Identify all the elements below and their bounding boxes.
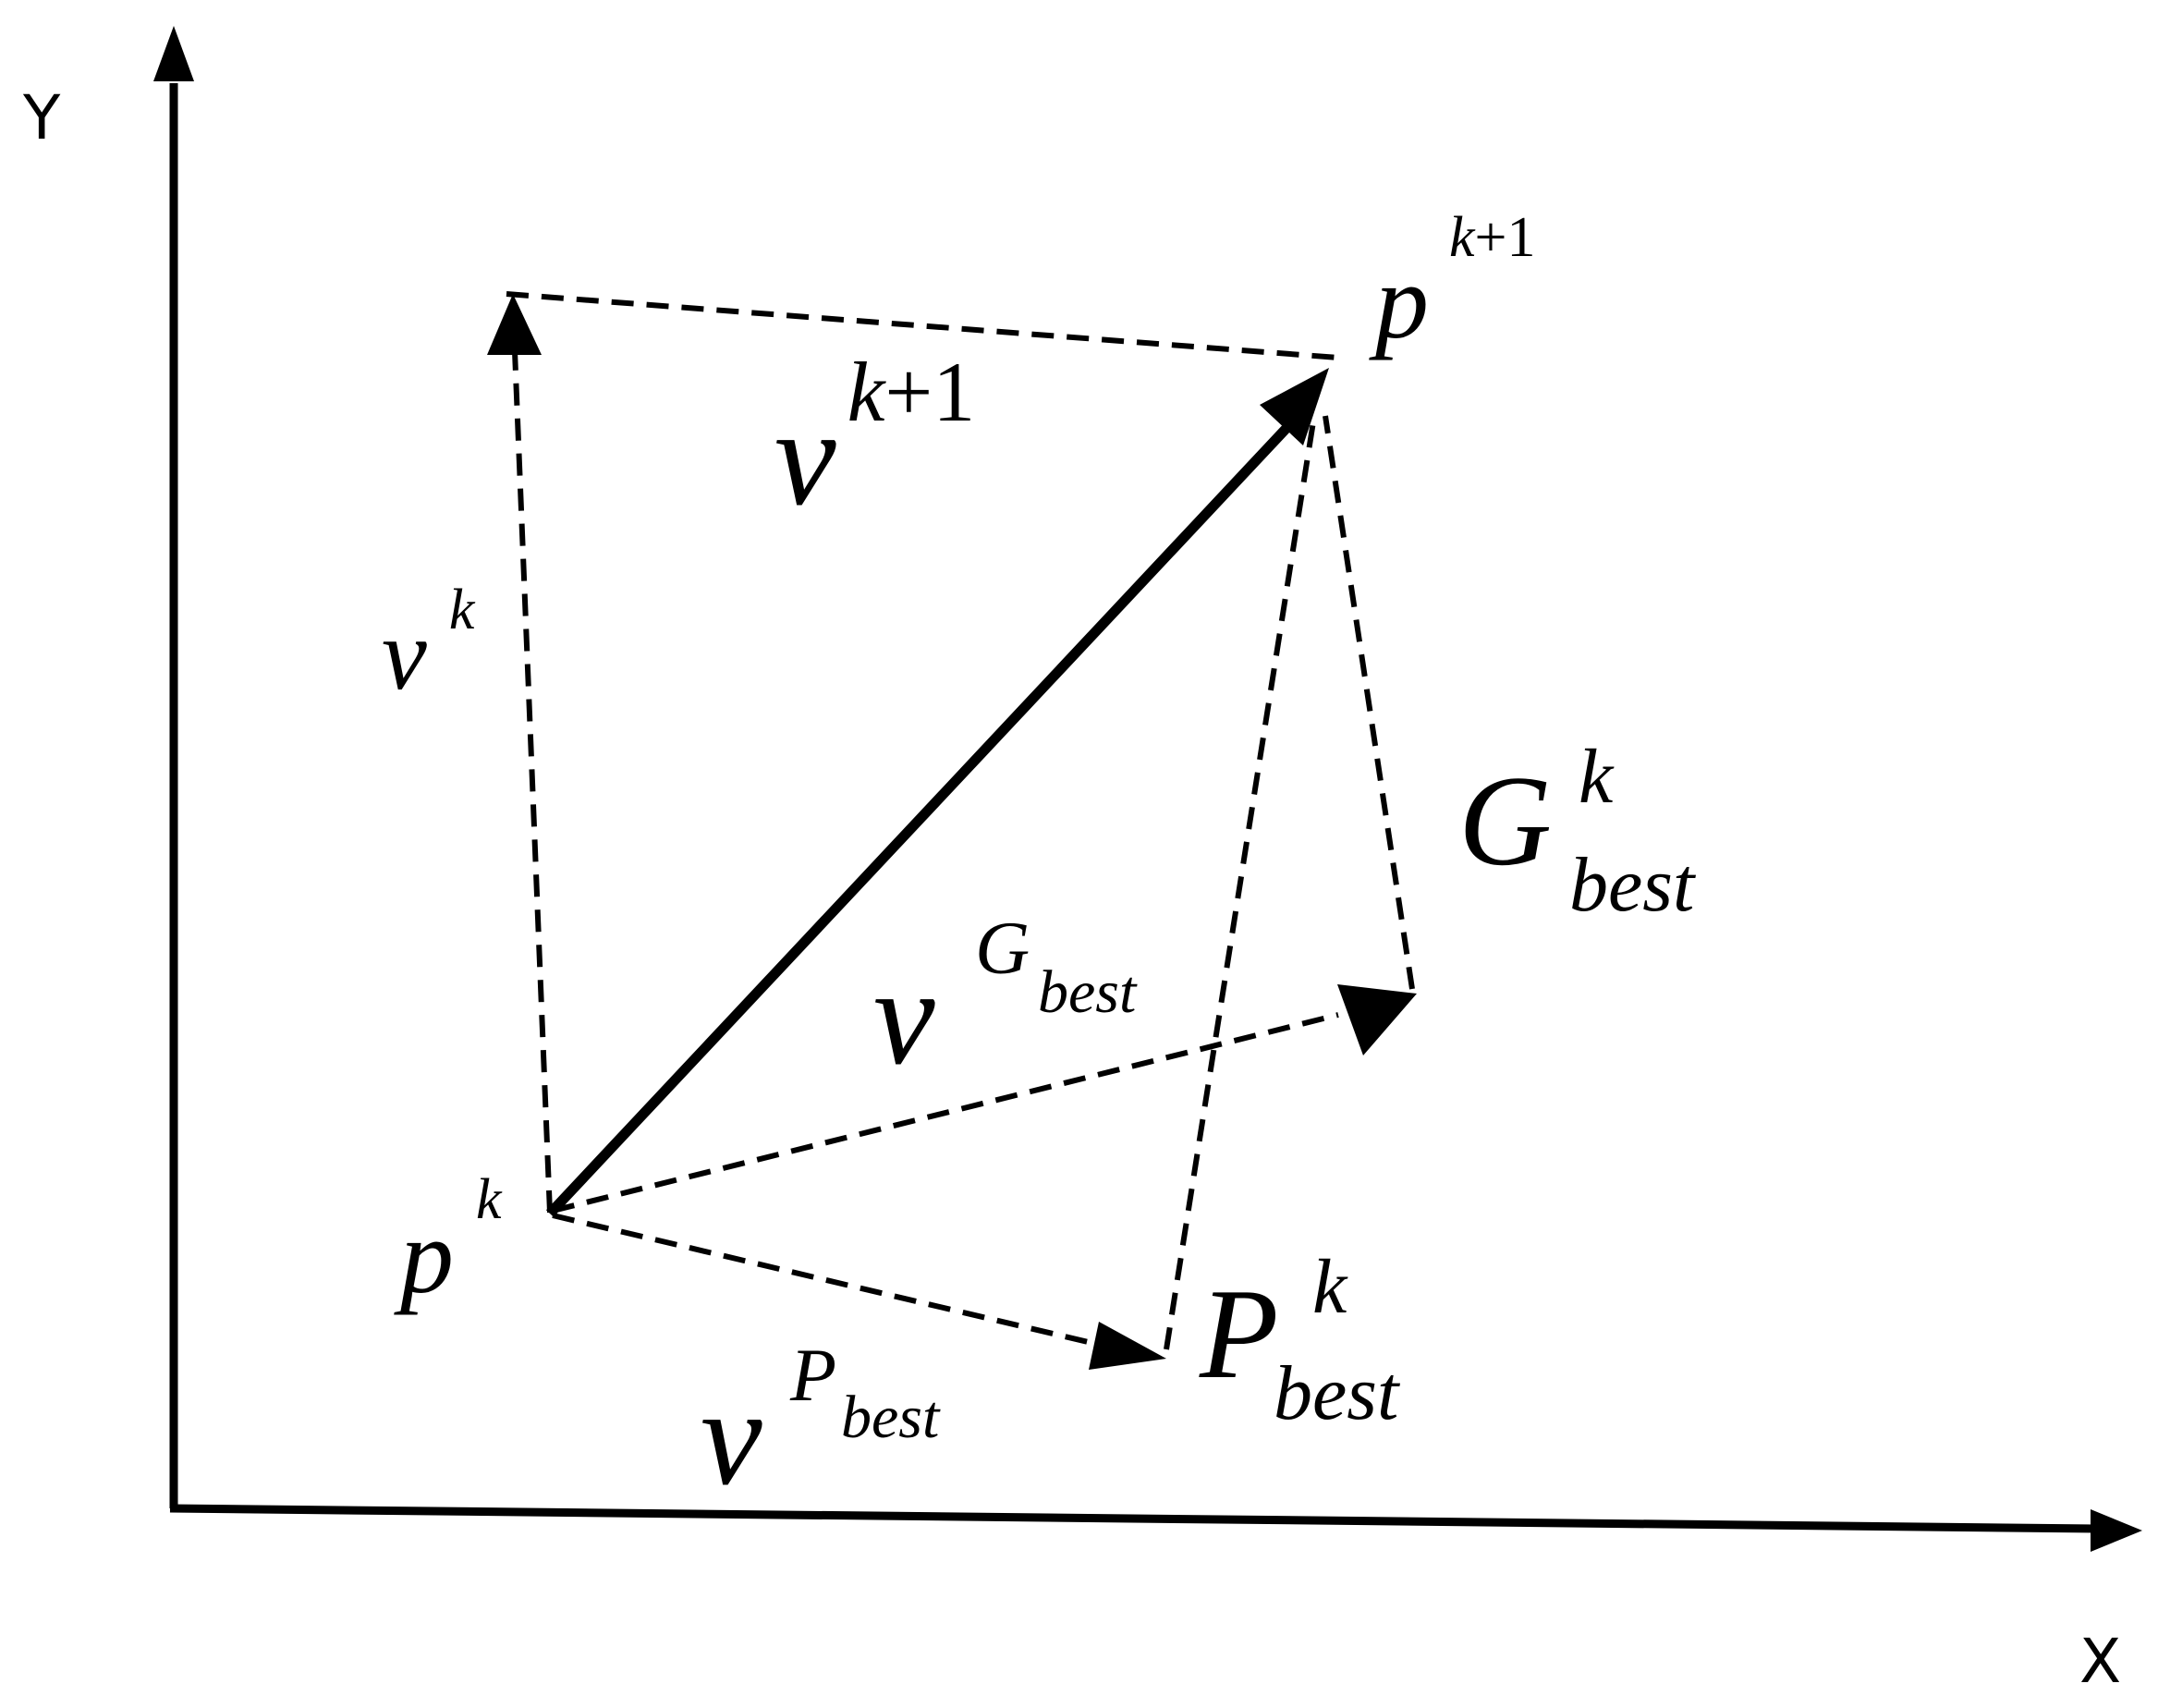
label-p-k: p k — [394, 1168, 503, 1316]
v-gbest-arrowhead — [1337, 984, 1417, 1055]
label-g-best-k-sup: k — [1579, 734, 1615, 820]
x-axis-label: X — [2079, 1626, 2121, 1697]
label-v-k1: v k+1 — [774, 345, 975, 534]
label-p-best-k: P — [1199, 1263, 1279, 1406]
dashed-arrowheads — [487, 294, 1417, 1370]
axes: Y X — [22, 26, 2142, 1697]
v-pbest-dashed-line — [552, 1213, 1101, 1348]
v-k1-arrowhead — [1260, 368, 1329, 445]
label-g-best-k: G — [1458, 750, 1552, 893]
label-v-gbest: v — [873, 940, 935, 1093]
x-axis-line — [169, 1504, 2099, 1533]
x-axis-arrowhead — [2091, 1509, 2142, 1552]
y-axis-label: Y — [22, 82, 61, 153]
label-g-best-k-sub: best — [1569, 842, 1697, 928]
dashed-vectors — [506, 291, 1415, 1350]
label-v-gbest-sup-sub: best — [1038, 958, 1138, 1026]
v-gbest-dashed-line — [552, 1012, 1339, 1214]
label-p-best-k-sub: best — [1274, 1350, 1401, 1436]
label-v-pbest-sup-sub: best — [841, 1384, 941, 1451]
v-k-dashed-line — [512, 350, 553, 1214]
label-p-k1: p k+1 — [1369, 206, 1536, 361]
label-v-k: v k — [382, 579, 476, 711]
resultant-vector — [545, 368, 1329, 1217]
v-k-arrowhead — [487, 294, 542, 355]
label-v-gbest-sup: G — [975, 906, 1030, 990]
v-k1-solid-line — [545, 421, 1294, 1217]
labels: p k+1 v k+1 v k G k best v G best p k — [382, 206, 1697, 1514]
y-axis-arrowhead — [153, 26, 194, 81]
label-v-pbest: v — [701, 1360, 762, 1514]
v-pbest-arrowhead — [1089, 1322, 1166, 1370]
label-p-best-k-sup: k — [1312, 1244, 1348, 1330]
gbest-to-pk1-dashed-line — [1323, 415, 1415, 990]
label-v-pbest-sup: P — [789, 1333, 836, 1417]
pbest-to-pk1-dashed-line — [1164, 415, 1317, 1350]
